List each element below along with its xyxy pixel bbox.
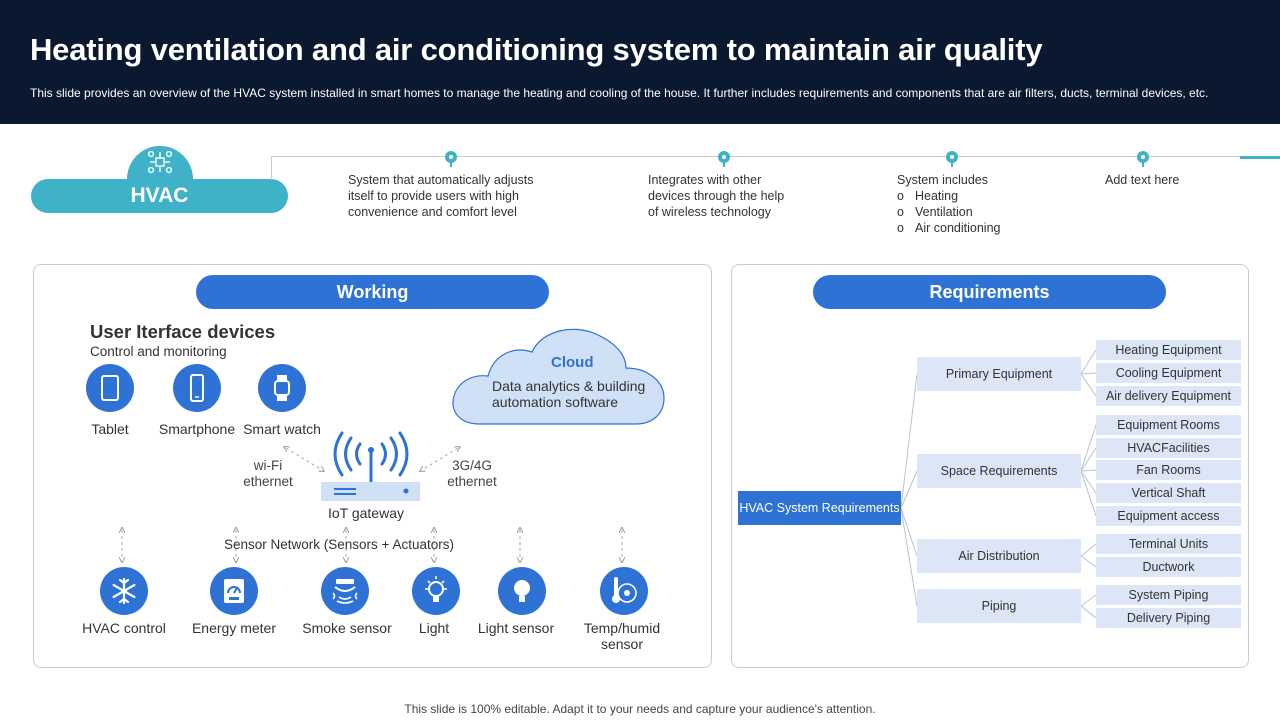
timeline-pin-icon bbox=[445, 151, 457, 167]
feature-line: convenience and comfort level bbox=[348, 205, 517, 219]
timeline-pin-icon bbox=[946, 151, 958, 167]
thermometer-icon bbox=[600, 567, 648, 615]
light-sensor-icon bbox=[498, 567, 546, 615]
energy-meter-icon bbox=[210, 567, 258, 615]
requirement-item: Delivery Piping bbox=[1096, 608, 1241, 628]
snowflake-icon bbox=[100, 567, 148, 615]
devices-subheading: Control and monitoring bbox=[90, 344, 227, 359]
requirement-item: Equipment access bbox=[1096, 506, 1241, 526]
feature-line: Add text here bbox=[1105, 173, 1180, 187]
feature-placeholder: Add text here bbox=[1105, 172, 1179, 188]
iot-gateway-icon bbox=[321, 431, 420, 501]
devices-heading: User Iterface devices bbox=[90, 321, 276, 342]
header-bar bbox=[0, 0, 1280, 124]
gateway-label: IoT gateway bbox=[327, 505, 404, 521]
group-primary-equipment: Primary Equipment bbox=[917, 357, 1081, 391]
feature-integrates: Integrates with other devices through th… bbox=[648, 172, 784, 220]
feature-line: Integrates with other bbox=[648, 173, 762, 187]
footer-note: This slide is 100% editable. Adapt it to… bbox=[404, 702, 876, 716]
sensor-label: HVAC control bbox=[82, 620, 166, 636]
feature-line: itself to provide users with high bbox=[348, 189, 519, 203]
device-label: Smartphone bbox=[158, 421, 236, 437]
requirement-item: Terminal Units bbox=[1096, 534, 1241, 554]
smartphone-icon bbox=[173, 364, 221, 412]
feature-automatic: System that automatically adjusts itself… bbox=[348, 172, 534, 220]
cloud-description: Data analytics & building automation sof… bbox=[492, 378, 646, 410]
timeline-connector bbox=[271, 156, 272, 180]
requirement-item: HVACFacilities bbox=[1096, 438, 1241, 458]
smart-watch-icon bbox=[258, 364, 306, 412]
tree-connectors bbox=[900, 349, 1097, 619]
feature-bullet: Air conditioning bbox=[897, 220, 1000, 236]
group-piping: Piping bbox=[917, 589, 1081, 623]
connection-arrows bbox=[60, 440, 680, 570]
hvac-system-icon bbox=[147, 150, 173, 174]
cloud-title: Cloud bbox=[551, 354, 594, 371]
requirement-item: Vertical Shaft bbox=[1096, 483, 1241, 503]
requirement-item: Cooling Equipment bbox=[1096, 363, 1241, 383]
smoke-sensor-icon bbox=[321, 567, 369, 615]
timeline-accent bbox=[1240, 156, 1280, 159]
sensor-label: Energy meter bbox=[191, 620, 277, 636]
requirement-item: Equipment Rooms bbox=[1096, 415, 1241, 435]
sensor-label: Temp/humid sensor bbox=[583, 620, 661, 652]
requirement-item: Heating Equipment bbox=[1096, 340, 1241, 360]
sensor-label: Light bbox=[418, 620, 450, 636]
cloud-shape bbox=[452, 328, 665, 425]
cellular-label: 3G/4G ethernet bbox=[447, 458, 497, 489]
requirements-root-node: HVAC System Requirements bbox=[738, 491, 901, 525]
group-air-distribution: Air Distribution bbox=[917, 539, 1081, 573]
group-space-requirements: Space Requirements bbox=[917, 454, 1081, 488]
sensor-label: Smoke sensor bbox=[302, 620, 392, 636]
timeline-line bbox=[272, 156, 1240, 157]
hvac-label: HVAC bbox=[31, 179, 288, 213]
slide-subtitle: This slide provides an overview of the H… bbox=[30, 86, 1209, 100]
requirement-item: Ductwork bbox=[1096, 557, 1241, 577]
requirements-title: Requirements bbox=[813, 275, 1166, 309]
requirement-item: System Piping bbox=[1096, 585, 1241, 605]
light-bulb-icon bbox=[412, 567, 460, 615]
feature-line: devices through the help bbox=[648, 189, 785, 203]
working-title: Working bbox=[196, 275, 549, 309]
feature-line: System that automatically adjusts bbox=[348, 173, 534, 187]
feature-heading: System includes bbox=[897, 173, 989, 187]
requirement-item: Fan Rooms bbox=[1096, 460, 1241, 480]
requirement-item: Air delivery Equipment bbox=[1096, 386, 1241, 406]
tablet-icon bbox=[86, 364, 134, 412]
timeline-pin-icon bbox=[718, 151, 730, 167]
feature-line: of wireless technology bbox=[648, 205, 771, 219]
device-label: Smart watch bbox=[243, 421, 321, 437]
wifi-label: wi-Fi ethernet bbox=[243, 458, 293, 489]
feature-bullet: Heating bbox=[897, 188, 1000, 204]
feature-system-includes: System includes Heating Ventilation Air … bbox=[897, 172, 1000, 236]
slide-title: Heating ventilation and air conditioning… bbox=[30, 32, 1043, 67]
sensor-label: Light sensor bbox=[477, 620, 555, 636]
timeline-pin-icon bbox=[1137, 151, 1149, 167]
device-label: Tablet bbox=[91, 421, 129, 437]
sensor-network-label: Sensor Network (Sensors + Actuators) bbox=[224, 537, 454, 552]
feature-bullet: Ventilation bbox=[897, 204, 1000, 220]
